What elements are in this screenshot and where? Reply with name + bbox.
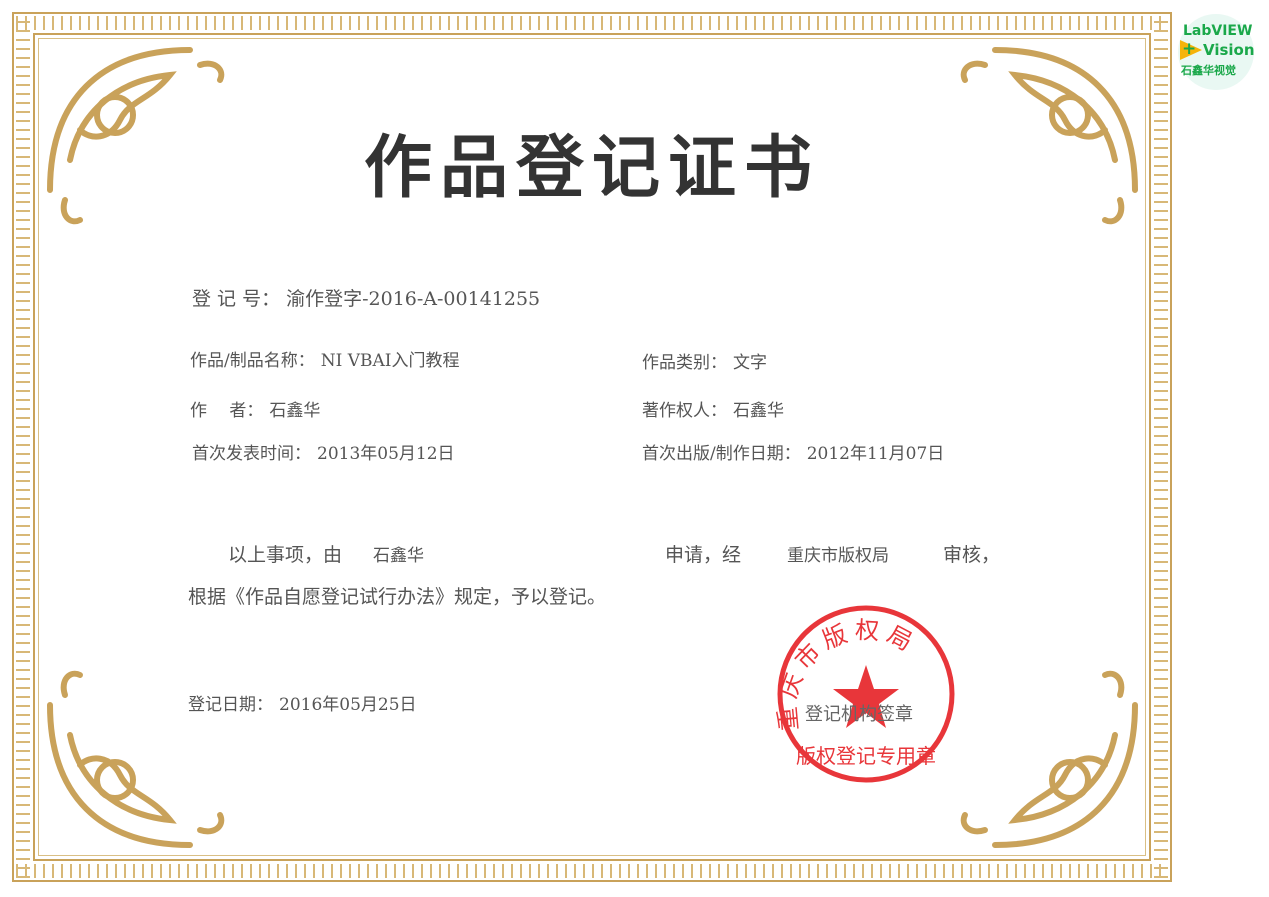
value: 石鑫华 <box>733 401 784 421</box>
statement-authority: 重庆市版权局 <box>787 546 889 566</box>
copyright-owner: 著作权人： 石鑫华 <box>642 396 790 421</box>
value: 渝作登字-2016-A-00141255 <box>286 288 541 310</box>
seal-ring <box>777 605 955 783</box>
corner-ornament-top-right <box>960 47 1138 225</box>
label: 登记日期： <box>188 695 273 715</box>
registration-date: 登记日期： 2016年05月25日 <box>188 690 423 715</box>
label: 首次出版/制作日期： <box>642 444 801 464</box>
certificate-outer-border <box>12 12 1172 882</box>
statement-part1: 以上事项，由 <box>228 544 343 566</box>
first-publish-date: 首次发表时间： 2013年05月12日 <box>192 439 461 464</box>
certificate-inner-border-thin <box>38 38 1146 856</box>
label: 登 记 号： <box>192 288 281 310</box>
statement-part2: 申请，经 <box>665 544 742 566</box>
seal-inner-text: 版权登记专用章 <box>796 744 936 768</box>
logo-text-vision: Vision <box>1203 41 1255 59</box>
plus-icon: + <box>1182 39 1197 59</box>
value: NI VBAI入门教程 <box>320 351 460 371</box>
corner-ornament-bottom-left <box>47 670 225 848</box>
play-triangle-icon <box>1180 40 1202 60</box>
value: 2012年11月07日 <box>806 444 945 464</box>
label: 作品类别： <box>642 353 727 373</box>
logo-text-brand: 石鑫华视觉 <box>1181 64 1236 77</box>
registration-number: 登 记 号：渝作登字-2016-A-00141255 <box>192 284 546 311</box>
value: 石鑫华 <box>269 401 321 421</box>
label: 首次发表时间： <box>192 444 311 464</box>
author: 作 者：石鑫华 <box>190 396 326 421</box>
labview-vision-logo: + LabVIEW Vision 石鑫华视觉 <box>1178 14 1255 90</box>
value: 文字 <box>733 353 767 373</box>
signature-label: 登记机构签章 <box>805 704 913 725</box>
corner-ornament-top-left <box>47 47 225 225</box>
first-production-date: 首次出版/制作日期：2012年11月07日 <box>642 439 950 464</box>
value: 2016年05月25日 <box>279 695 417 715</box>
fretwork-border <box>16 16 1168 878</box>
label: 作品/制品名称： <box>190 351 315 371</box>
statement-line2: 根据《作品自愿登记试行办法》规定，予以登记。 <box>188 586 607 608</box>
label: 作 者： <box>190 401 264 421</box>
work-name: 作品/制品名称：NI VBAI入门教程 <box>190 346 466 371</box>
statement-part3: 审核， <box>943 544 1001 566</box>
work-type: 作品类别： 文字 <box>642 348 773 373</box>
value: 2013年05月12日 <box>317 444 455 464</box>
label: 著作权人： <box>642 401 727 421</box>
logo-text-labview: LabVIEW <box>1183 23 1253 39</box>
official-seal: 重庆市版权局 版权登记专用章 <box>775 605 955 783</box>
certificate-title: 作品登记证书 <box>363 129 820 208</box>
star-icon <box>833 665 899 728</box>
statement-applicant: 石鑫华 <box>373 546 424 566</box>
certificate-inner-border <box>33 33 1151 861</box>
corner-ornament-bottom-right <box>960 670 1138 848</box>
